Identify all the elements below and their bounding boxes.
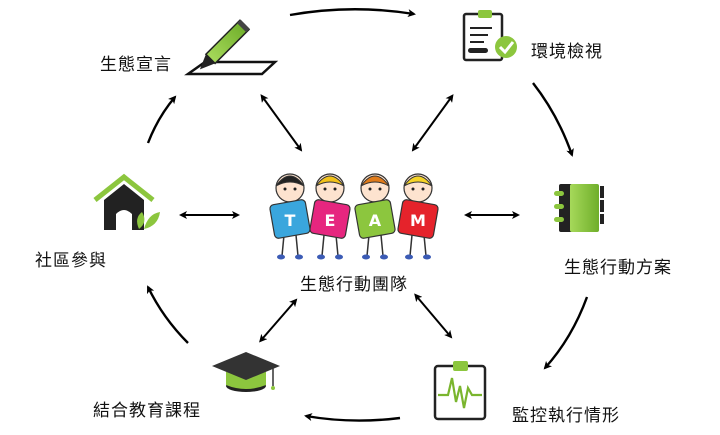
node-label-monitoring: 監控執行情形 [512, 406, 620, 426]
arrow-plan-to-monitoring [543, 296, 589, 370]
arrow-community-to-declaration [146, 95, 177, 144]
link-team-declaration [260, 94, 303, 152]
puzzle-letter: E [325, 211, 336, 230]
link-team-monitoring [414, 293, 453, 339]
team-member-t: T [269, 173, 311, 260]
puzzle-piece-t [269, 199, 311, 239]
puzzle-letter: A [369, 211, 382, 230]
arrow-declaration-to-review [289, 8, 416, 17]
clipboard-heartbeat-icon [433, 361, 487, 421]
graduation-cap-icon [212, 352, 280, 392]
team-member-m: M [397, 173, 439, 260]
house-leaf-icon [93, 173, 160, 230]
notebook-icon [554, 184, 604, 232]
node-label-curriculum: 結合教育課程 [93, 401, 201, 421]
node-label-action-plan: 生態行動方案 [564, 258, 672, 278]
puzzle-letter: M [410, 211, 426, 230]
puzzle-piece-m [397, 199, 439, 239]
team-member-e: E [309, 173, 351, 260]
clipboard-check-icon [462, 10, 517, 62]
puzzle-piece-e [309, 199, 351, 239]
link-team-review [411, 94, 454, 152]
node-label-env-review: 環境檢視 [531, 42, 603, 62]
node-label-declaration: 生態宣言 [100, 55, 172, 75]
center-label-team: 生態行動團隊 [300, 275, 408, 295]
puzzle-letter: T [285, 211, 296, 230]
link-team-curriculum [259, 298, 298, 343]
cycle-arrows [146, 8, 589, 422]
puzzle-piece-a [354, 199, 396, 239]
arrow-monitoring-to-curriculum [304, 413, 401, 422]
arrow-review-to-plan [532, 82, 574, 157]
node-label-community: 社區參與 [35, 251, 107, 271]
arrow-curriculum-to-community [146, 285, 189, 344]
pencil-paper-icon [184, 19, 279, 76]
team-member-a: A [354, 173, 396, 260]
team-links [179, 94, 520, 343]
